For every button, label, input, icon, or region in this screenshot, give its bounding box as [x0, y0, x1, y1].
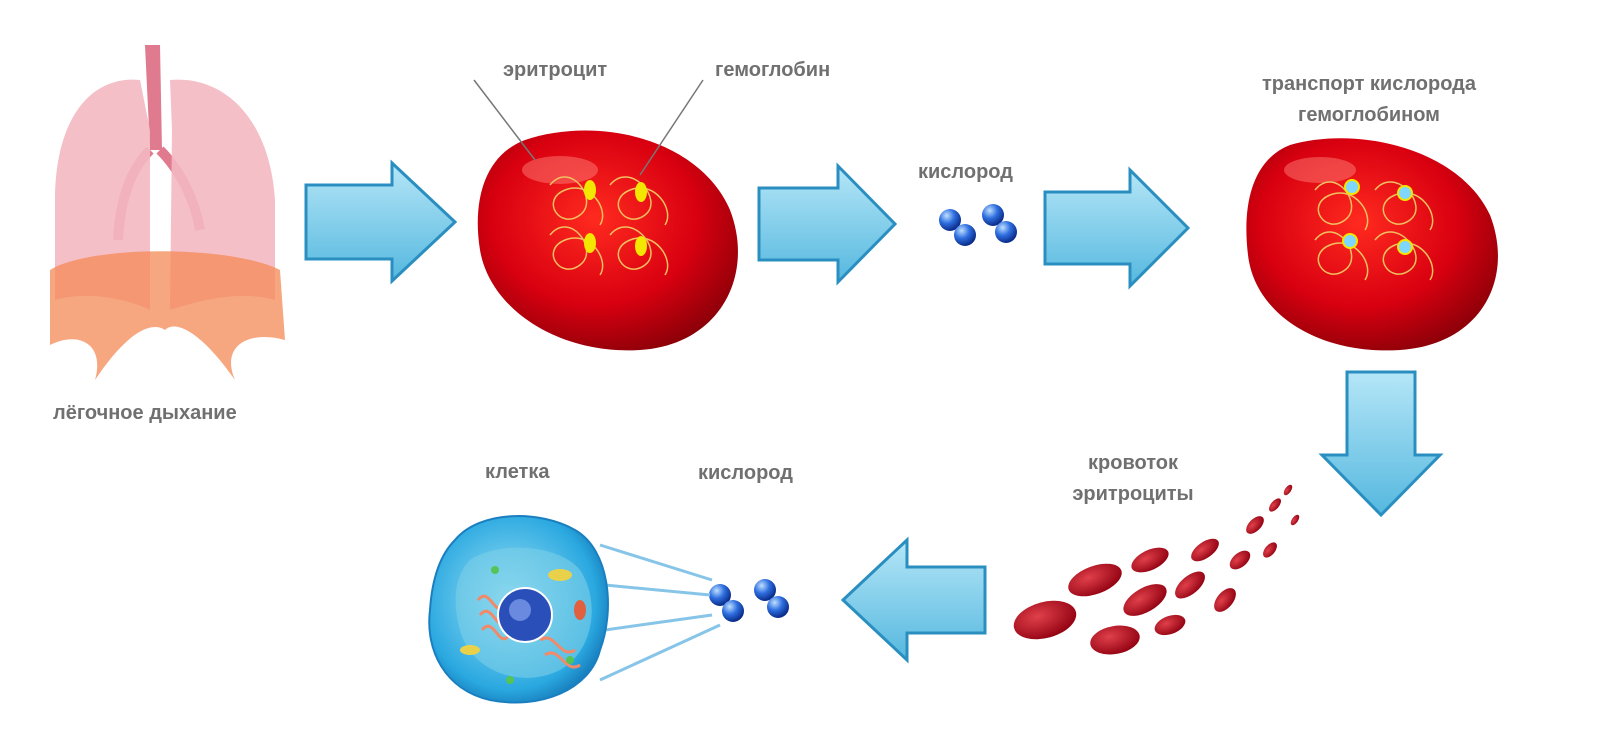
label-oxygen-bottom: кислород	[698, 462, 793, 484]
label-oxygen-top: кислород	[918, 161, 1013, 183]
label-bloodstream-line1: кровоток	[1088, 452, 1178, 474]
lungs-icon	[50, 45, 285, 380]
oxygen-molecule-icon	[709, 579, 789, 622]
arrow-right-icon	[304, 159, 458, 285]
label-erythrocyte: эритроцит	[503, 59, 608, 81]
label-lungs: лёгочное дыхание	[53, 402, 237, 424]
cell-icon	[428, 515, 609, 704]
label-transport-line2: гемоглобином	[1298, 104, 1440, 126]
arrow-left-icon	[840, 536, 987, 664]
oxygen-molecule-icon	[939, 204, 1017, 246]
label-hemoglobin: гемоглобин	[715, 59, 831, 81]
connector-lines	[599, 543, 721, 682]
label-transport-line1: транспорт кислорода	[1261, 73, 1476, 95]
arrow-down-icon	[1318, 370, 1444, 518]
blood-cells-icon	[1013, 484, 1300, 655]
arrow-right-icon	[757, 162, 898, 286]
label-cell: клетка	[485, 461, 550, 483]
erythrocyte-icon	[477, 130, 738, 351]
arrow-right-icon	[1043, 166, 1191, 290]
label-bloodstream-line2: эритроциты	[1072, 483, 1194, 505]
erythrocyte-icon	[1246, 138, 1498, 351]
